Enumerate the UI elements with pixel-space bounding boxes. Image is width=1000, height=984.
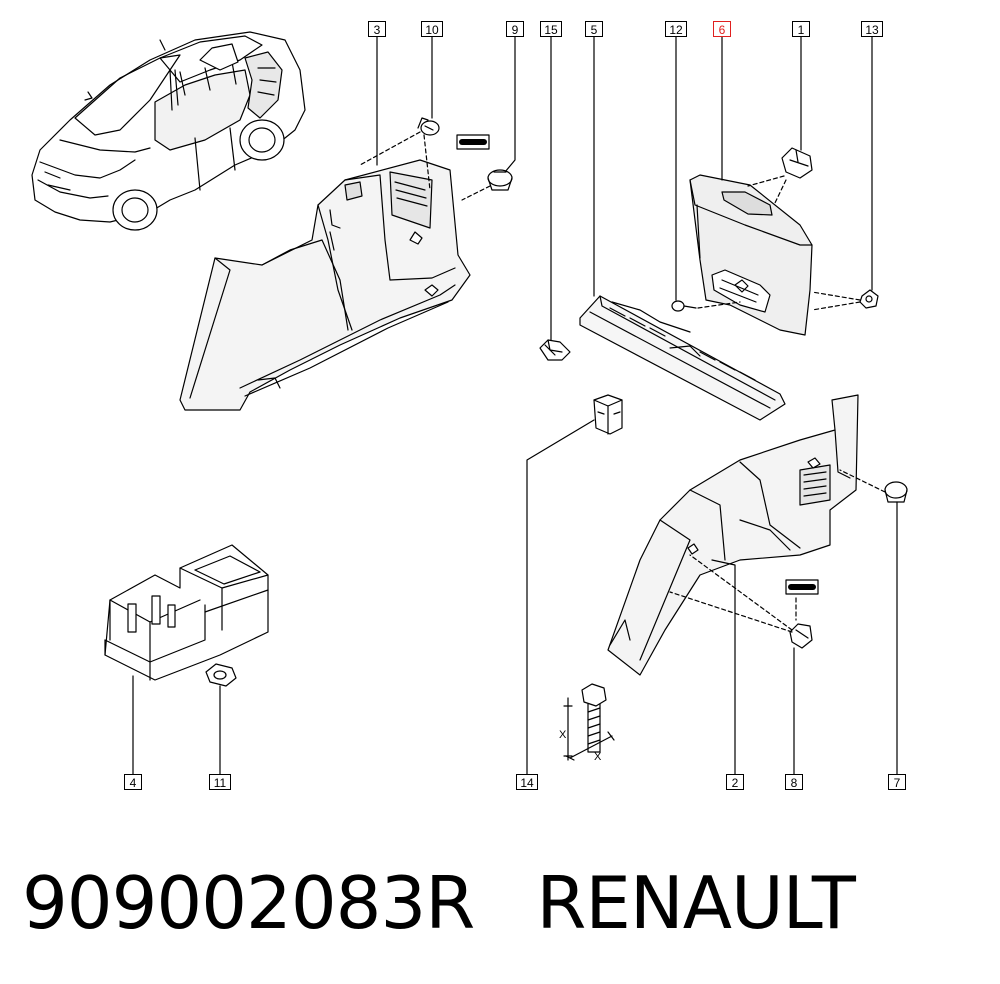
leader-lines <box>132 36 898 775</box>
callout-2: 2 <box>726 774 744 790</box>
part-2-right-trim-panel <box>607 394 859 676</box>
dimension-label-x-vertical: X <box>559 729 567 741</box>
car-illustration <box>31 31 306 231</box>
part-10-clip <box>417 117 440 136</box>
part-3-guide-lines <box>359 131 491 201</box>
part-12-screw <box>671 300 697 312</box>
bolt-dimension-detail <box>563 683 615 761</box>
part-9-push-clip <box>487 169 513 191</box>
callout-7: 7 <box>888 774 906 790</box>
callout-4: 4 <box>124 774 142 790</box>
callout-14: 14 <box>516 774 538 790</box>
brand-name: RENAULT <box>536 861 856 945</box>
part-13-nut <box>859 289 879 309</box>
part-1-clip <box>781 147 813 179</box>
part-15-clip <box>539 339 571 361</box>
callout-13: 13 <box>861 21 883 37</box>
callout-6-highlighted: 6 <box>713 21 731 37</box>
part-number: 909002083R <box>22 861 475 945</box>
callout-8: 8 <box>785 774 803 790</box>
callout-10: 10 <box>421 21 443 37</box>
callout-11: 11 <box>209 774 231 790</box>
callout-5: 5 <box>585 21 603 37</box>
callout-15: 15 <box>540 21 562 37</box>
callout-1: 1 <box>792 21 810 37</box>
part-2-guide-lines <box>669 469 886 633</box>
part-3-left-trim-panel <box>179 159 471 411</box>
callout-9: 9 <box>506 21 524 37</box>
part-11-nut <box>205 663 237 687</box>
callout-12: 12 <box>665 21 687 37</box>
part-6-guide-lines <box>697 175 861 311</box>
dimension-label-x-horizontal: X <box>594 751 602 763</box>
footer-caption: 909002083R RENAULT <box>22 858 856 948</box>
part-5-sill-plate <box>579 295 786 421</box>
part-14-clip <box>593 394 623 435</box>
part-6-trunk-panel <box>689 174 813 336</box>
part-4-bracket <box>104 544 269 681</box>
part-8-clip <box>789 623 813 649</box>
callout-3: 3 <box>368 21 386 37</box>
part-7-clip <box>884 481 908 503</box>
